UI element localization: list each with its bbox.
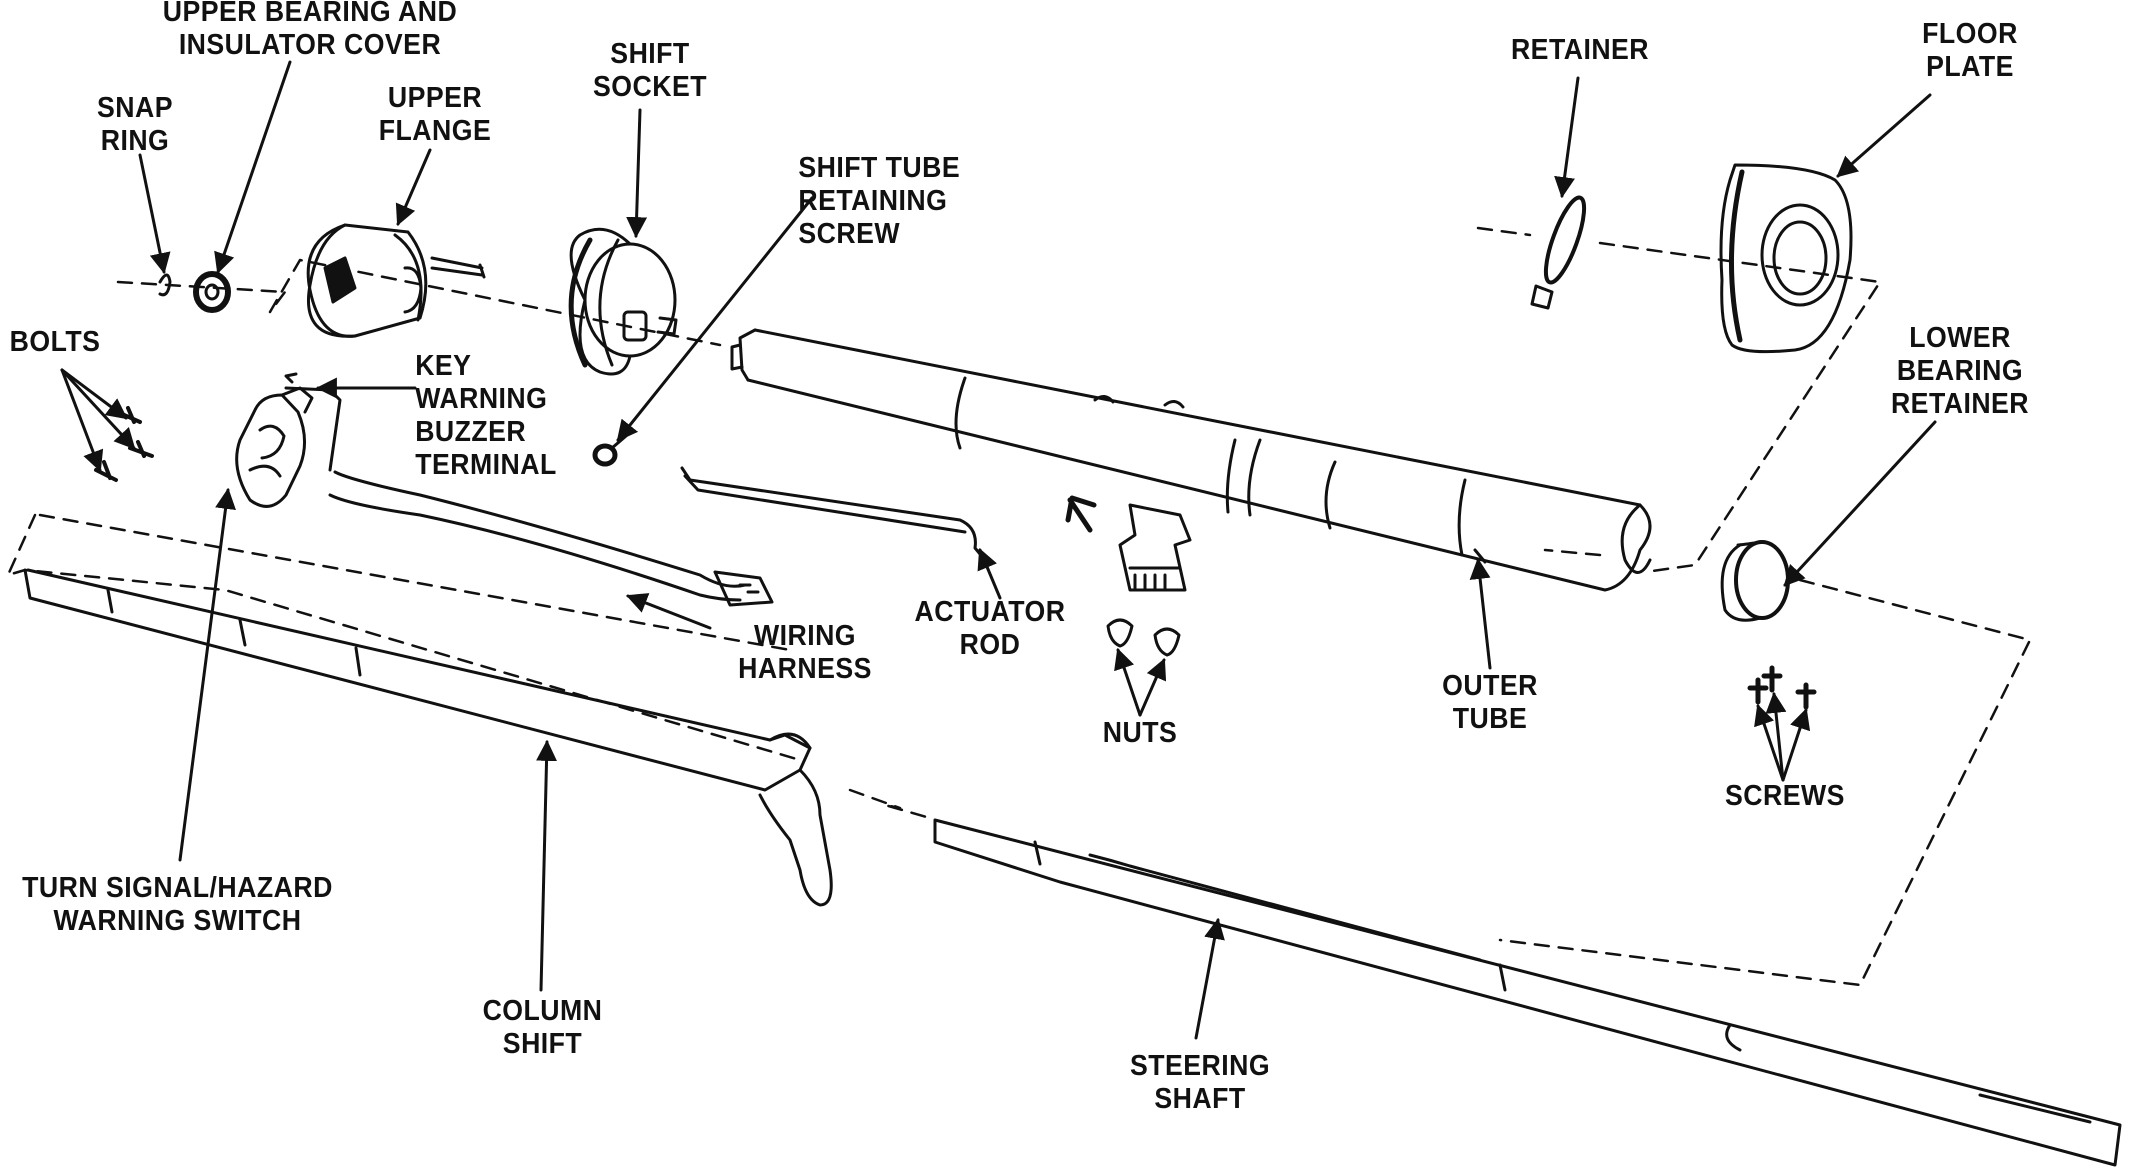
wiring-harness-part <box>328 470 774 607</box>
label-bolts: BOLTS <box>9 326 101 358</box>
insulator-cover-part <box>193 271 231 313</box>
label-screws: SCREWS <box>1725 780 1845 812</box>
shift-socket-part <box>568 227 678 376</box>
outer-tube-part <box>730 328 1652 592</box>
steering-shaft-part <box>933 818 2122 1167</box>
upper-flange-part <box>306 223 486 338</box>
column-shift-part <box>23 568 833 907</box>
retaining-screw-part <box>592 434 628 467</box>
screws-part <box>1747 665 1817 710</box>
actuator-rod-part <box>680 466 987 562</box>
turn-signal-switch-part <box>235 372 342 508</box>
snap-ring-part <box>158 273 172 297</box>
assembly-lines <box>6 226 2032 987</box>
bolts-part <box>94 406 154 482</box>
label-retainer: RETAINER <box>1510 34 1650 66</box>
label-nuts: NUTS <box>1102 717 1178 749</box>
nuts-part <box>1106 618 1181 657</box>
lower-bearing-retainer-part <box>1720 540 1790 622</box>
leader-arrows <box>60 60 1937 1040</box>
retainer-part <box>1530 195 1587 310</box>
clip-part <box>1065 495 1192 592</box>
floor-plate-part <box>1719 163 1853 354</box>
